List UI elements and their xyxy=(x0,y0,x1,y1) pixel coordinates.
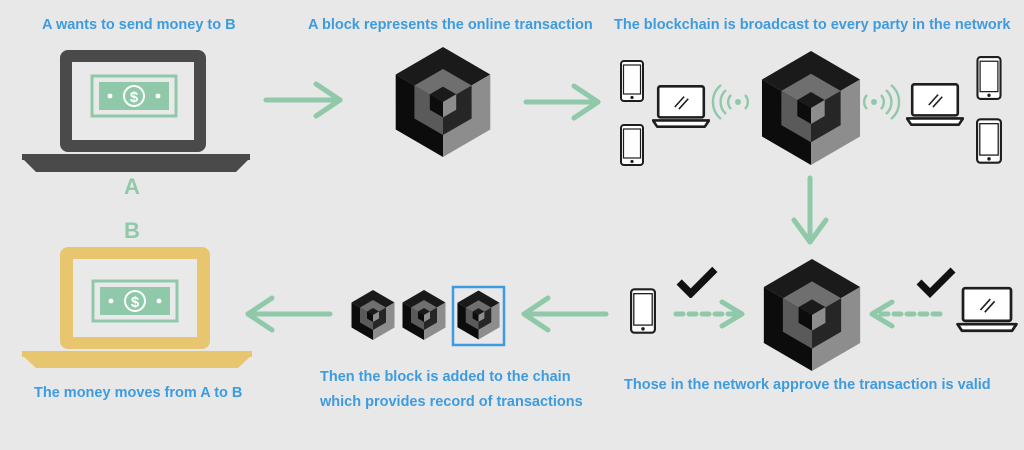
block-icon xyxy=(763,259,861,371)
block-icon xyxy=(402,290,446,340)
smartphone-icon xyxy=(976,56,1002,100)
block-icon xyxy=(351,290,395,340)
block-icon xyxy=(395,47,491,157)
caption-step2: A block represents the online transactio… xyxy=(308,17,593,33)
arrow-icon xyxy=(245,295,333,333)
money-bill-icon xyxy=(90,74,178,118)
smartphone-icon xyxy=(620,60,644,102)
arrow-icon xyxy=(869,299,943,329)
arrow-icon xyxy=(791,175,829,245)
checkmark-icon xyxy=(679,269,715,293)
wifi-signal-icon xyxy=(711,84,750,120)
laptop-icon xyxy=(906,82,964,126)
arrow-icon xyxy=(523,83,601,121)
caption-step1: A wants to send money to B xyxy=(42,17,236,33)
arrow-icon xyxy=(521,295,609,333)
block-icon xyxy=(761,51,861,165)
laptop-icon xyxy=(652,84,710,128)
block-icon xyxy=(457,290,500,340)
new-block-highlight xyxy=(451,285,506,347)
checkmark-icon xyxy=(919,270,953,293)
smartphone-icon xyxy=(976,118,1002,164)
money-bill-icon xyxy=(91,279,179,323)
smartphone-icon xyxy=(620,124,644,166)
wifi-signal-icon xyxy=(862,84,901,120)
laptop-icon xyxy=(22,50,250,172)
label-party-b: B xyxy=(124,218,140,243)
caption-step5-line2: which provides record of transactions xyxy=(320,394,583,410)
caption-step3: The blockchain is broadcast to every par… xyxy=(614,17,1011,33)
arrow-icon xyxy=(263,81,343,119)
smartphone-icon xyxy=(630,288,656,334)
caption-step6: The money moves from A to B xyxy=(34,385,243,401)
caption-step5-line1: Then the block is added to the chain xyxy=(320,369,571,385)
label-party-a: A xyxy=(124,174,140,199)
arrow-icon xyxy=(673,299,745,329)
caption-step4: Those in the network approve the transac… xyxy=(624,377,991,393)
laptop-icon xyxy=(956,286,1018,333)
